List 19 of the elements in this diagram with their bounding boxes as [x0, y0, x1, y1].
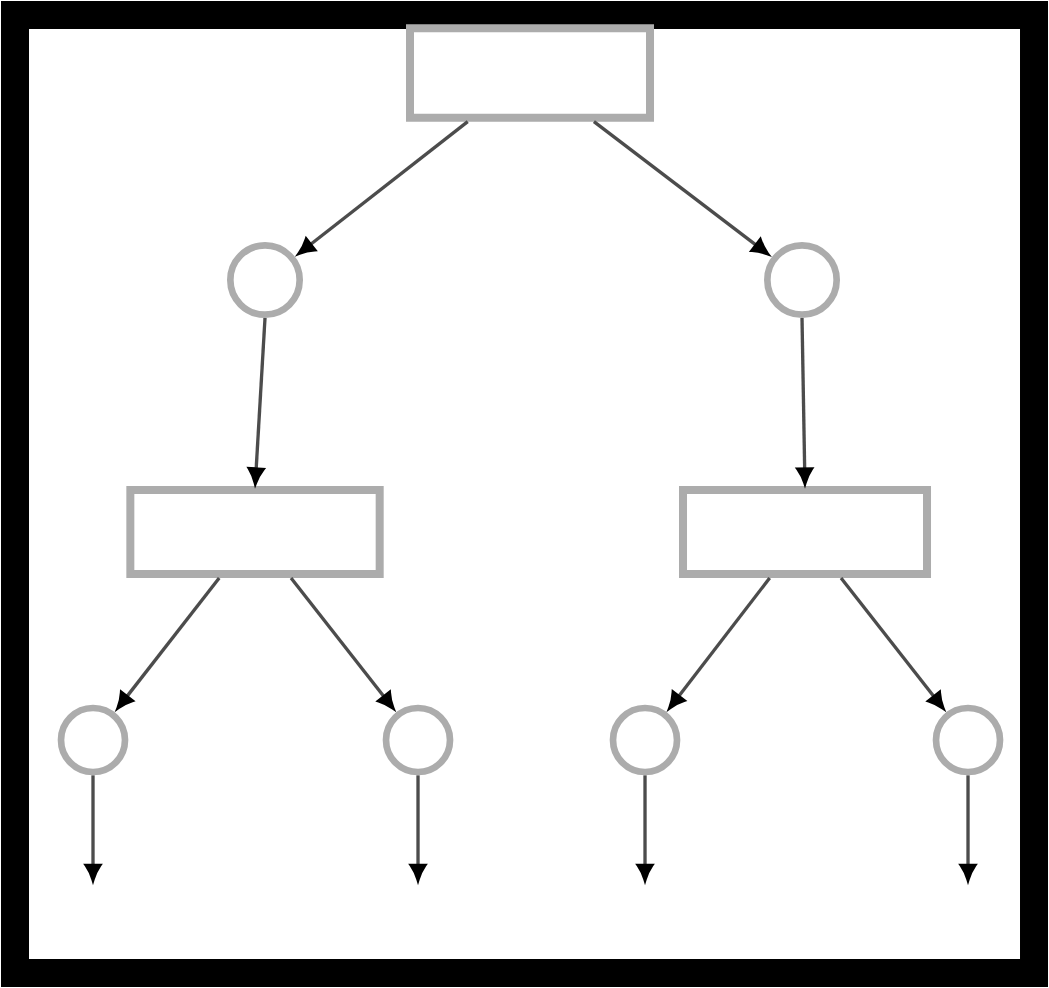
arrow	[959, 775, 977, 882]
arrow	[592, 120, 769, 256]
empty-box	[126, 486, 384, 578]
circle-node	[227, 242, 303, 318]
empty-box	[679, 486, 931, 578]
circle-node	[609, 704, 681, 776]
circle-node	[57, 704, 129, 776]
circle-node	[382, 704, 454, 776]
circle-node	[932, 704, 1004, 776]
arrow	[839, 577, 945, 710]
arrow	[116, 577, 221, 710]
circle-node	[764, 242, 840, 318]
arrow	[668, 577, 771, 710]
arrow	[409, 775, 427, 882]
arrow	[289, 577, 395, 710]
empty-box	[406, 24, 654, 122]
arrow	[636, 775, 654, 882]
arrow	[84, 775, 102, 882]
arrow	[297, 120, 469, 255]
